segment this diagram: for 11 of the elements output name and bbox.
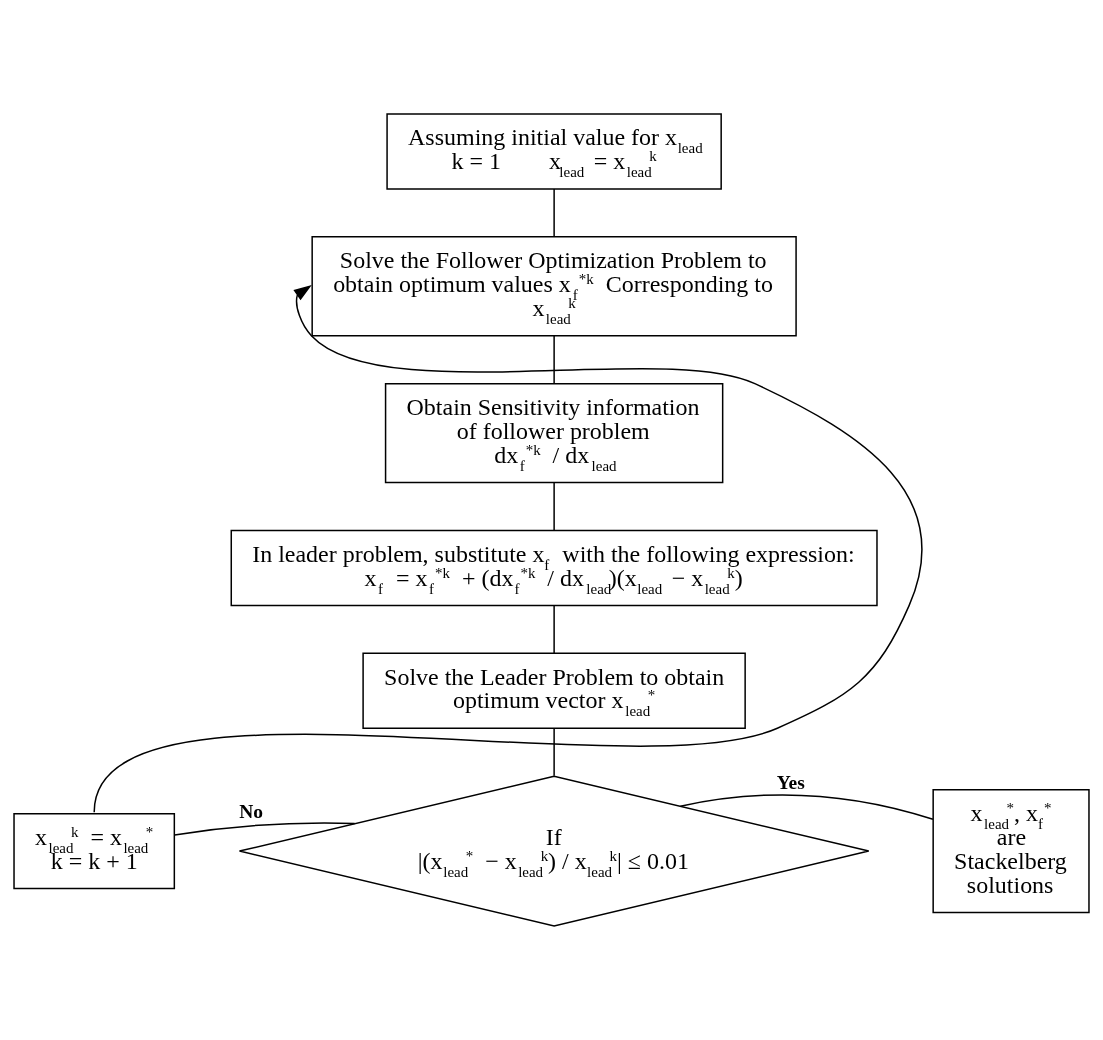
connector xyxy=(679,794,934,820)
connector xyxy=(553,188,555,238)
connector xyxy=(553,727,555,777)
connector xyxy=(173,822,356,836)
connector xyxy=(553,335,555,384)
connector xyxy=(553,482,555,531)
node-box: In leader problem, substitute x$_{f}$ with the following expression: x$_{f}$ = x$_{f}$$^{*k}$ + (dx$_{f}$$^{*k}$ / dx$_{lead}$)(x$_{lead}$ − x$_{lead}$$^{k}$) xyxy=(230,529,878,607)
node-box: Obtain Sensitivity information of follower problem dx$_{f}$$^{*k}$ / dx$_{lead}$ xyxy=(384,382,724,484)
connector xyxy=(553,604,555,654)
edge-label: No xyxy=(239,801,263,822)
arrow xyxy=(93,285,923,813)
